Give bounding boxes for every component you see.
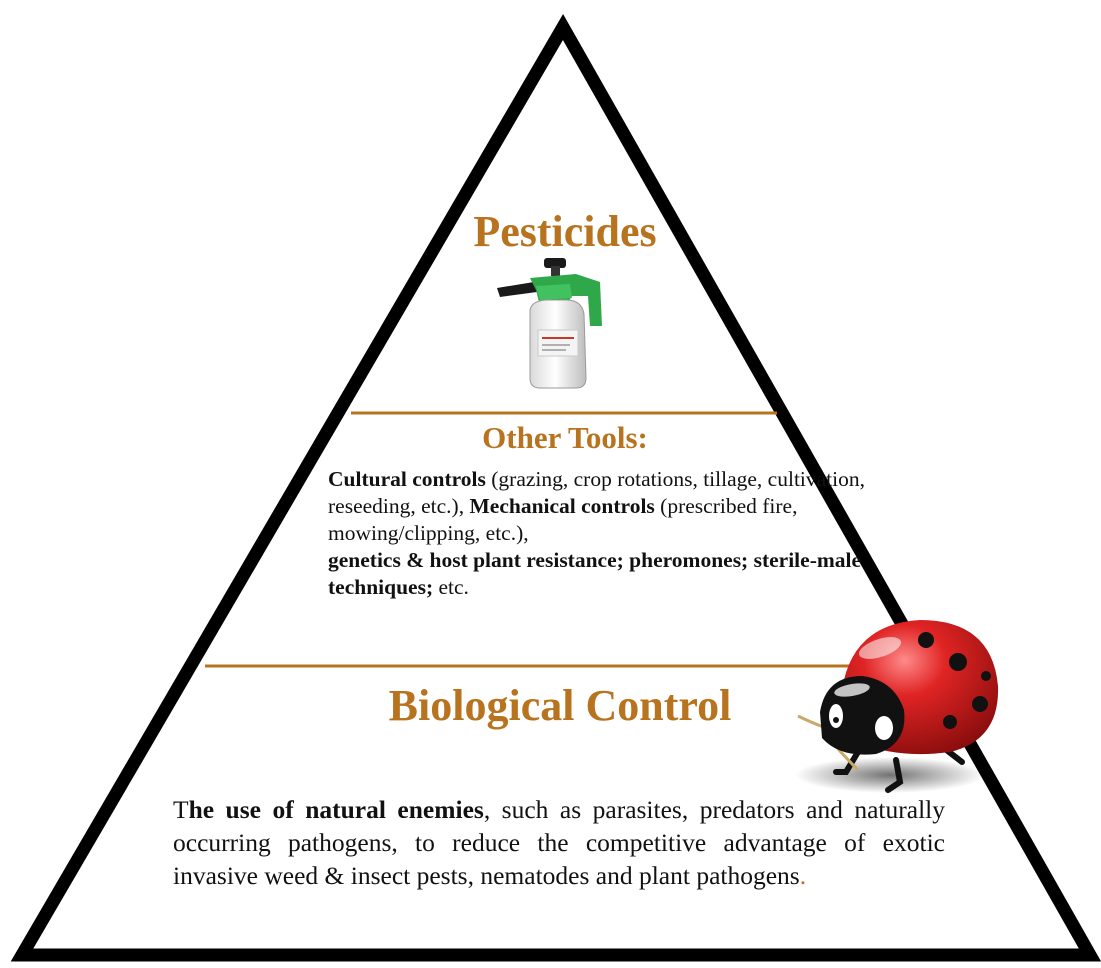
other-tools-description: Cultural controls (grazing, crop rotatio… xyxy=(328,466,888,601)
cultural-controls-text: (grazing, crop rotations, tillage, culti… xyxy=(328,467,866,518)
pesticides-title: Pesticides xyxy=(473,207,657,256)
bio-lead-bold: he use of natural enemies xyxy=(188,795,484,824)
bio-lead-plain: T xyxy=(173,795,189,824)
genetics-techniques-text: etc. xyxy=(433,575,469,599)
bio-period: . xyxy=(799,861,807,890)
bio-body-text: , such as parasites, predators and natur… xyxy=(173,795,945,890)
biological-control-title: Biological Control xyxy=(388,681,732,730)
mechanical-controls-label: Mechanical controls xyxy=(469,494,655,518)
spray-bottle-icon xyxy=(497,258,602,389)
mechanical-controls-text: (prescribed fire, mowing/clipping, etc.)… xyxy=(328,494,798,545)
genetics-techniques-label: genetics & host plant resistance; pherom… xyxy=(328,548,862,599)
biological-control-description: The use of natural enemies, such as para… xyxy=(173,793,945,892)
other-tools-title: Other Tools: xyxy=(482,420,648,455)
cultural-controls-label: Cultural controls xyxy=(328,467,486,491)
ladybug-icon xyxy=(795,620,999,793)
